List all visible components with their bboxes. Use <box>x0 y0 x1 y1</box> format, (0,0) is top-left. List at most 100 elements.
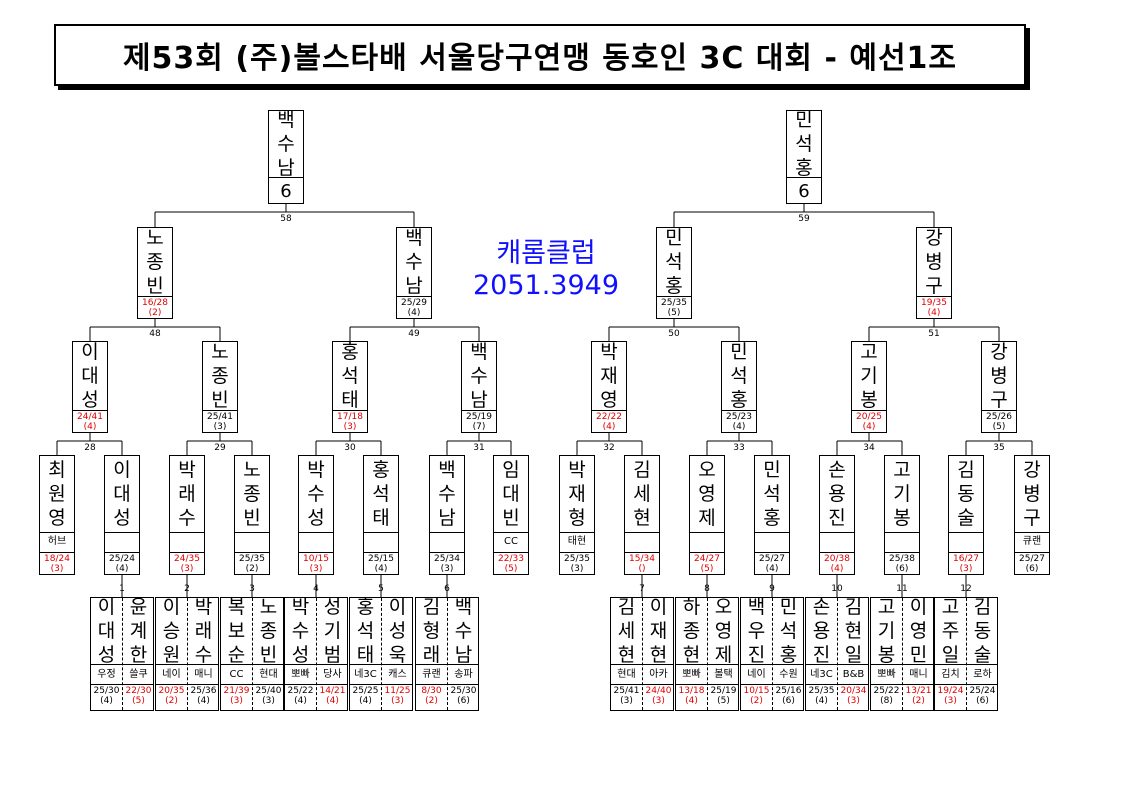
score-rank: (4) <box>374 564 388 574</box>
player-score: 25/25(4) <box>350 684 381 710</box>
score-value: 25/35 <box>564 554 590 564</box>
match-number: 51 <box>928 329 940 339</box>
name-char: 이 <box>97 596 116 618</box>
name-char: 수 <box>307 483 325 505</box>
score-rank: (2) <box>245 564 259 574</box>
score-rank: (5) <box>667 308 681 318</box>
player-score: 25/41(3) <box>203 410 237 432</box>
score-value: 25/22 <box>287 686 314 696</box>
match-number: 58 <box>280 214 292 224</box>
name-char: 강 <box>990 341 1008 363</box>
name-char: 이 <box>649 596 668 618</box>
name-char: 현 <box>649 644 668 666</box>
name-char: 현 <box>617 644 636 666</box>
name-char: 홍 <box>372 459 390 481</box>
name-char: 수 <box>178 507 196 529</box>
match-number: 48 <box>149 329 161 339</box>
score-rank: (3) <box>50 564 64 574</box>
score-rank: (6) <box>782 696 795 706</box>
player-affiliation: 큐랜 <box>1015 532 1049 551</box>
name-char: 석 <box>779 620 798 642</box>
name-char: 래 <box>194 620 213 642</box>
player-score: 25/29(4) <box>397 296 431 318</box>
score-value: 13/21 <box>905 686 932 696</box>
match-number: 31 <box>473 443 485 453</box>
player-affiliation: 뽀빠 <box>285 664 316 685</box>
name-char: 민 <box>795 109 813 131</box>
score-rank: (5) <box>700 564 714 574</box>
score-rank: (4) <box>115 564 129 574</box>
score-value: 11/25 <box>384 686 411 696</box>
name-char: 형 <box>568 507 586 529</box>
score-value: 25/19 <box>710 686 737 696</box>
player-score: 18/24(3) <box>40 552 74 574</box>
score-value: 24/35 <box>174 554 200 564</box>
score-rank: (2) <box>912 696 925 706</box>
name-char: 계 <box>129 620 148 642</box>
name-char: 민 <box>665 227 683 249</box>
name-char: 김 <box>844 596 863 618</box>
name-char: 홍 <box>356 596 375 618</box>
score-rank: (6) <box>1025 564 1039 574</box>
score-rank: (4) <box>359 696 372 706</box>
name-char: 김 <box>422 596 441 618</box>
score-value: 25/23 <box>726 412 752 422</box>
name-char: 병 <box>925 251 943 273</box>
score-rank: (3) <box>343 422 357 432</box>
player-score: 25/23(4) <box>722 410 756 432</box>
player-score: 25/30(6) <box>448 684 479 710</box>
score-rank: (5) <box>717 696 730 706</box>
name-char: 우 <box>747 620 766 642</box>
match-number: 11 <box>896 584 908 594</box>
qualifier-mark: 6 <box>787 177 821 206</box>
player-score: 24/35(3) <box>170 552 204 574</box>
name-char: 진 <box>747 644 766 666</box>
name-char: 범 <box>323 644 342 666</box>
name-char: 민 <box>779 596 798 618</box>
score-value: 19/35 <box>921 298 947 308</box>
player-score: 16/28(2) <box>138 296 172 318</box>
score-rank: (4) <box>927 308 941 318</box>
score-value: 10/15 <box>743 686 770 696</box>
score-value: 16/28 <box>142 298 168 308</box>
name-char: 박 <box>307 459 325 481</box>
name-char: 백 <box>454 596 473 618</box>
name-char: 기 <box>323 620 342 642</box>
match-number: 34 <box>863 443 875 453</box>
player-affiliation <box>820 532 854 533</box>
name-char: 홍 <box>730 389 748 411</box>
player-score: 25/24(6) <box>967 684 998 710</box>
score-rank: (3) <box>213 422 227 432</box>
score-value: 25/30 <box>93 686 120 696</box>
name-char: 노 <box>211 341 229 363</box>
name-char: 석 <box>341 365 359 387</box>
player-affiliation: 볼택 <box>708 664 739 685</box>
